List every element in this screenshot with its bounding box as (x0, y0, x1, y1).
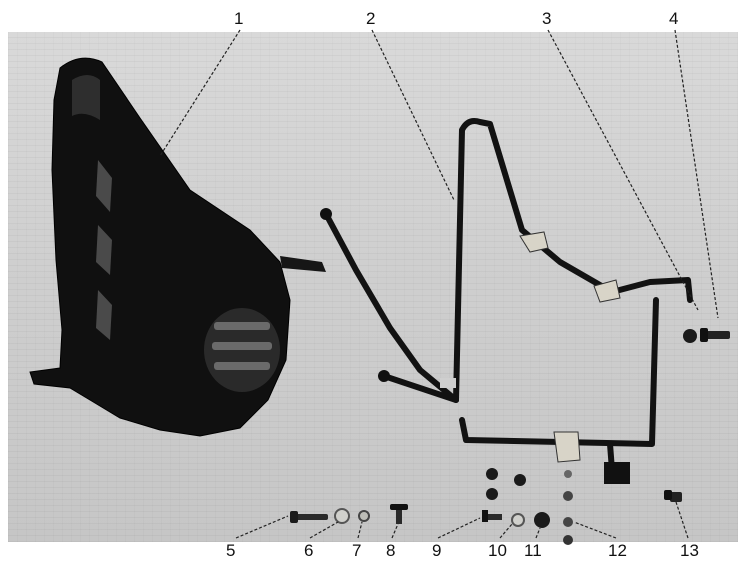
callout-10: 10 (488, 542, 507, 559)
part-5-bolt (290, 511, 328, 523)
callout-13: 13 (680, 542, 699, 559)
callout-12: 12 (608, 542, 627, 559)
part-10-washer (512, 514, 524, 526)
callout-5: 5 (226, 542, 235, 559)
part-3-nut (683, 329, 697, 343)
callout-9: 9 (432, 542, 441, 559)
part-8-screw (390, 504, 408, 524)
callout-1: 1 (234, 10, 243, 27)
callout-4: 4 (669, 10, 678, 27)
part-4-bolt (700, 328, 730, 342)
part-11-washer (534, 512, 550, 528)
callout-6: 6 (304, 542, 313, 559)
callout-7: 7 (352, 542, 361, 559)
callout-8: 8 (386, 542, 395, 559)
part-7-washer (359, 511, 369, 521)
part-2-bracket-frame (326, 121, 690, 470)
part-12-spacers (563, 470, 573, 545)
part-13-bolt (664, 490, 682, 502)
part-1-skid-plate (30, 58, 326, 436)
part-6-washer (335, 509, 349, 523)
callout-3: 3 (542, 10, 551, 27)
callout-2: 2 (366, 10, 375, 27)
callout-11: 11 (524, 542, 542, 559)
